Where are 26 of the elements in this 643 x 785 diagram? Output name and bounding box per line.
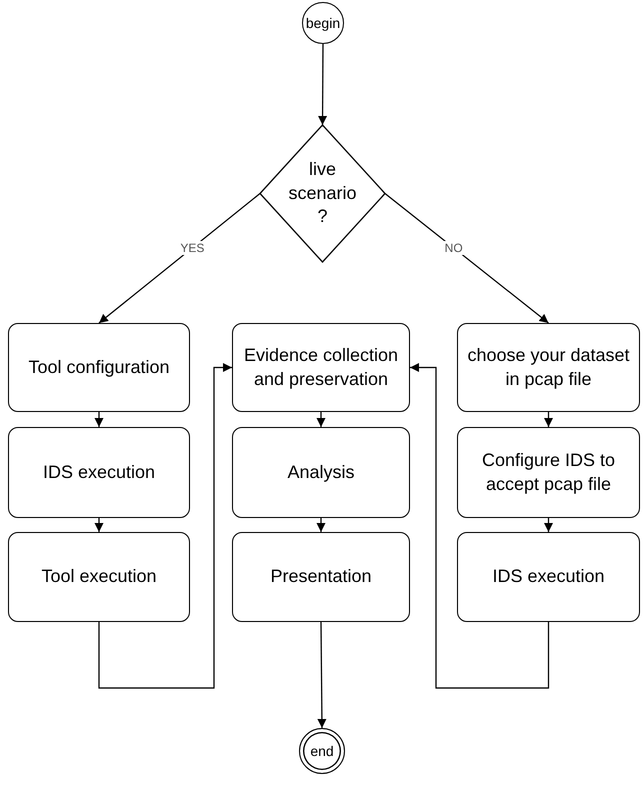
arrow	[98, 193, 260, 324]
process-box: Tool configuration	[8, 323, 190, 412]
arrow	[316, 412, 326, 427]
arrow	[94, 412, 104, 427]
process-box: Analysis	[232, 427, 410, 518]
process-box: choose your dataset in pcap file	[457, 323, 640, 412]
process-box: Evidence collection and preservation	[232, 323, 410, 412]
process-box: IDS execution	[8, 427, 190, 518]
process-box: IDS execution	[457, 532, 640, 622]
arrow	[544, 518, 553, 532]
arrow	[410, 363, 550, 689]
end-circle: end	[299, 728, 345, 774]
edge-label: NO	[442, 240, 465, 255]
decision-text: live scenario ?	[260, 125, 385, 262]
arrow	[98, 363, 232, 689]
arrow	[316, 518, 326, 532]
arrow	[317, 622, 326, 728]
arrow	[544, 412, 553, 427]
arrow	[318, 44, 328, 125]
arrow	[94, 518, 104, 532]
process-box: Tool execution	[8, 532, 190, 622]
arrow	[384, 193, 549, 324]
edge-label: YES	[178, 240, 206, 255]
start-circle: begin	[302, 2, 344, 44]
process-box: Presentation	[232, 532, 410, 622]
process-box: Configure IDS to accept pcap file	[457, 427, 640, 518]
